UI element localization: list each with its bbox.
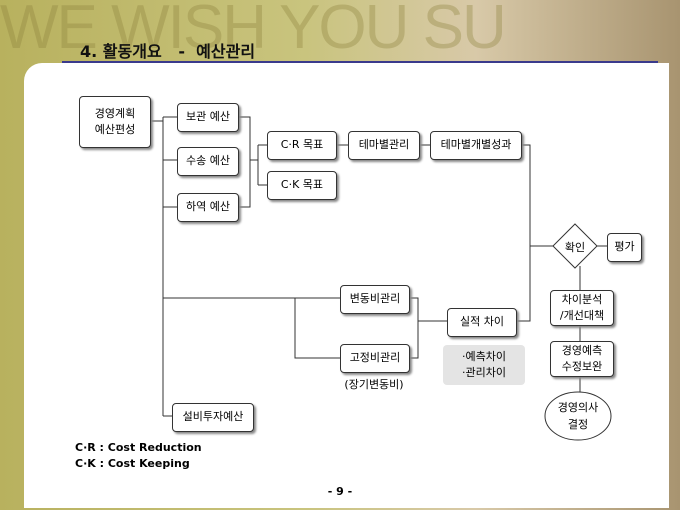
plan-box: 경영계획 예산편성 xyxy=(79,96,151,148)
page-number: - 9 - xyxy=(327,485,353,498)
capex-box: 설비투자예산 xyxy=(172,403,254,432)
theme-box: 테마별관리 xyxy=(348,131,420,160)
fixed-cost-box: 고정비관리 xyxy=(340,344,410,373)
watermark: WE WISH YOU SU xyxy=(0,0,507,62)
actual-gap-box: 실적 차이 xyxy=(447,308,517,337)
handling-budget-box: 하역 예산 xyxy=(177,193,239,222)
transport-budget-box: 수송 예산 xyxy=(177,147,239,176)
theme-result-box: 테마별개별성과 xyxy=(430,131,522,160)
ck-target-box: C·K 목표 xyxy=(267,171,337,200)
legend-ck: C·K : Cost Keeping xyxy=(75,457,190,470)
cr-target-box: C·R 목표 xyxy=(267,131,337,160)
confirm-diamond: 확인 xyxy=(564,241,586,254)
variable-cost-box: 변동비관리 xyxy=(340,285,410,314)
storage-budget-box: 보관 예산 xyxy=(177,103,239,132)
forecast-box: 경영예측 수정보완 xyxy=(550,341,614,377)
page-title: 4. 활동개요 - 예산관리 xyxy=(80,42,256,61)
analysis-box: 차이분석 /개선대책 xyxy=(550,290,614,326)
evaluate-box: 평가 xyxy=(607,233,642,262)
gap-notes: ·예측차이 ·관리차이 xyxy=(443,345,525,385)
legend-cr: C·R : Cost Reduction xyxy=(75,441,202,454)
decision-ellipse: 경영의사 결정 xyxy=(557,401,599,431)
title-rule xyxy=(62,61,658,63)
fixed-cost-note: (장기변동비) xyxy=(344,378,404,391)
